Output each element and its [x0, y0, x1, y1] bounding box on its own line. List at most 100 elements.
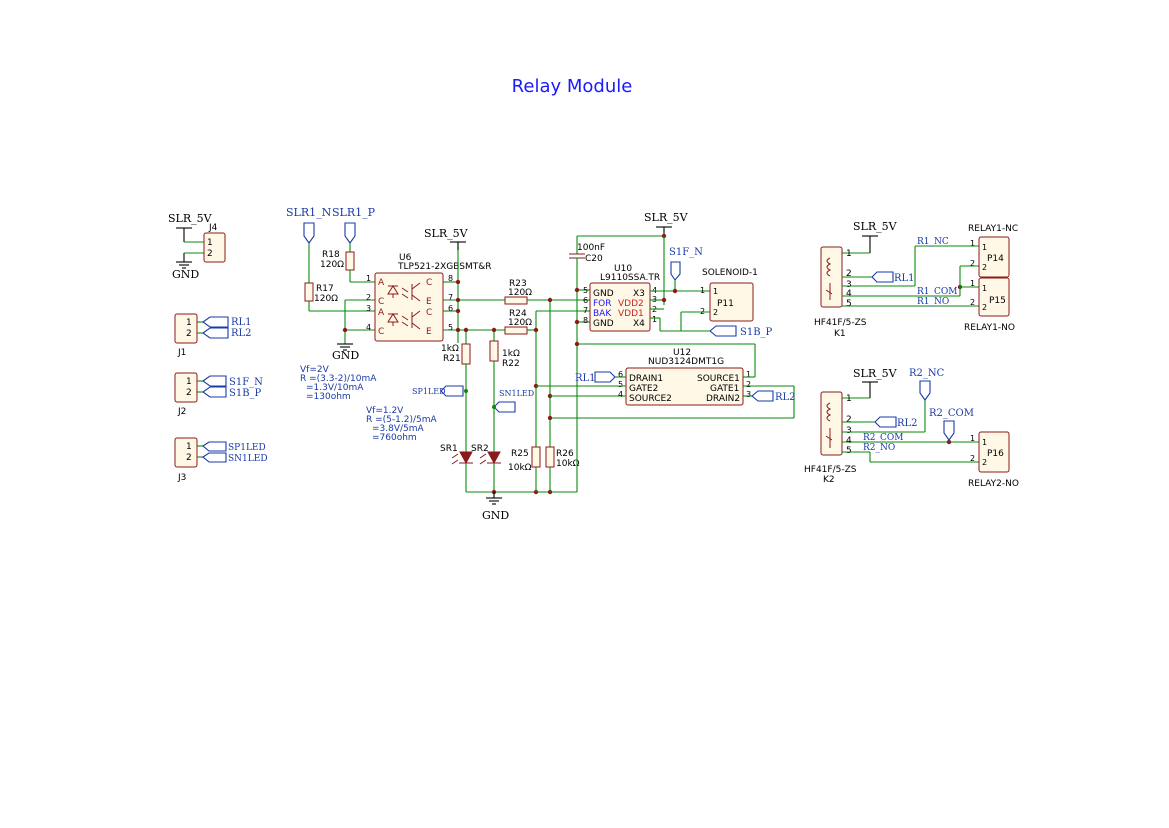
led-net-sn1led: SN1LED: [499, 389, 534, 398]
u12-label-gate1: GATE1: [710, 384, 739, 394]
u10-label-vdd1: VDD1: [618, 309, 644, 319]
u12-part: NUD3124DMT1G: [648, 357, 724, 367]
p16-pin2: 2: [970, 454, 975, 463]
p14-pin1-in: 1: [982, 243, 987, 252]
u6-pin6: 6: [448, 304, 453, 313]
u12-ref: U12: [673, 348, 691, 358]
j3-net-sp1led: SP1LED: [228, 443, 266, 453]
j2-net-s1b-p: S1B_P: [229, 388, 262, 399]
sheet-title: Relay Module: [512, 76, 633, 97]
r23-value: 120Ω: [508, 288, 532, 298]
u12-relay-driver: U12 NUD3124DMT1G 6 5 4 DRAIN1 GATE2 SOUR…: [536, 341, 796, 421]
u10-pin6: 6: [583, 296, 588, 305]
s1f-n-net: S1F_N: [669, 247, 703, 258]
k2-com-net: R2_COM: [863, 433, 903, 443]
j2-pin1: 1: [186, 377, 192, 387]
u6-pin2: 2: [366, 293, 371, 302]
u6-ref: U6: [399, 253, 412, 263]
slr5v-right: SLR_5V: [644, 211, 689, 224]
u6-label-a2: A: [378, 308, 385, 318]
u6-label-c1: C: [378, 297, 384, 307]
k1-part: HF41F/5-ZS: [814, 318, 867, 328]
u6-pin4: 4: [366, 323, 371, 332]
u12-pin2: 2: [746, 380, 751, 389]
j3-pin1: 1: [186, 442, 192, 452]
note1-line3: =1.3V/10mA: [306, 383, 364, 393]
j2-pin2: 2: [186, 388, 192, 398]
drive-resistors: R23 120Ω R24 120Ω R25 10kΩ R26 10kΩ: [504, 279, 583, 492]
u6-label-e1: E: [426, 297, 432, 307]
relay-k1: SLR_5V 1 2 3 4 5 RL1 R1_NC R1_COM R1_NO …: [814, 220, 1018, 339]
r24-value: 120Ω: [508, 318, 532, 328]
led-net-sp1led: SP1LED: [412, 387, 446, 396]
j4-pin2: 2: [207, 249, 213, 259]
p16-pin1: 1: [970, 434, 975, 443]
p14-pin2-in: 2: [982, 263, 987, 272]
p11-pin1-in: 1: [713, 287, 718, 296]
u6-label-e2: E: [426, 327, 432, 337]
note1-line4: =130ohm: [306, 392, 351, 402]
j1-net-rl1: RL1: [231, 317, 252, 328]
k2-ref: K2: [823, 475, 835, 485]
p15-ref: P15: [989, 296, 1006, 306]
j2-net-s1f-n: S1F_N: [229, 377, 263, 388]
j1-pin1: 1: [186, 318, 192, 328]
u6-optocoupler: U6 TLP521-2XGBSMT&R 1 2 3 4 A C A C C E …: [366, 227, 505, 343]
sr2-ref: SR2: [471, 444, 489, 454]
u6-pin1: 1: [366, 274, 371, 283]
k1-pwr: SLR_5V: [853, 220, 898, 233]
k1-pin3: 3: [846, 280, 852, 290]
note1-line1: Vf=2V: [300, 365, 330, 375]
p15-pin1: 1: [970, 279, 975, 288]
gnd-mid: GND: [482, 509, 509, 522]
sr1-ref: SR1: [440, 444, 458, 454]
j4-net-top: SLR_5V: [168, 212, 213, 225]
c20-value: 100nF: [577, 243, 605, 253]
u12-rl2-net: RL2: [775, 392, 796, 403]
connector-j4: SLR_5V GND J4 1 2: [168, 212, 226, 281]
u10-pin7: 7: [583, 306, 588, 315]
u10-label-bak: BAK: [593, 309, 612, 319]
p14-pin2: 2: [970, 259, 975, 268]
u12-label-drain1: DRAIN1: [629, 374, 663, 384]
u12-label-source2: SOURCE2: [629, 394, 672, 404]
k1-rl-net: RL1: [894, 273, 915, 284]
u10-label-x3: X3: [633, 289, 645, 299]
r18-ref: R18: [322, 250, 340, 260]
u10-pin8: 8: [583, 316, 588, 325]
p14-ref: P14: [987, 254, 1004, 264]
note2-line3: =3.8V/5mA: [372, 424, 425, 434]
connector-j1: 1 2 J1 RL1 RL2: [174, 313, 252, 358]
r22-ref: R22: [502, 359, 520, 369]
u6-pin5: 5: [448, 323, 453, 332]
u10-label-gnd1: GND: [593, 289, 614, 299]
k2-rl-net: RL2: [897, 418, 918, 429]
note2-line1: Vf=1.2V: [366, 406, 404, 416]
u10-label-for: FOR: [593, 299, 612, 309]
p11-pin2: 2: [700, 307, 705, 316]
k2-pin5: 5: [846, 446, 852, 456]
u6-part: TLP521-2XGBSMT&R: [397, 262, 492, 272]
j1-pin2: 2: [186, 329, 192, 339]
k2-pin4: 4: [846, 436, 852, 446]
k1-ref: K1: [834, 329, 846, 339]
k1-pin4: 4: [846, 289, 852, 299]
u10-label-x4: X4: [633, 319, 645, 329]
input-section: SLR1_N SLR1_P R18 120Ω R17 120Ω GND: [286, 206, 376, 362]
r23-ref: R23: [509, 279, 527, 289]
note2-line2: R =(5-1.2)/5mA: [366, 415, 437, 425]
r17-ref: R17: [316, 284, 334, 294]
k2-pin1: 1: [846, 394, 852, 404]
r26-value: 10kΩ: [556, 459, 580, 469]
j3-net-sn1led: SN1LED: [228, 454, 268, 464]
u6-label-c3: C: [426, 278, 432, 288]
u6-label-a1: A: [378, 278, 385, 288]
p15-pin2-in: 2: [982, 303, 987, 312]
p11-pin1: 1: [700, 286, 705, 295]
u10-pin1: 1: [652, 315, 657, 324]
u10-driver: SLR_5V 100nF C20 U10 L9110SSA.TR 5 6 7 8…: [569, 211, 773, 492]
u6-label-c4: C: [426, 308, 432, 318]
p11-pin2-in: 2: [713, 308, 718, 317]
p14-title: RELAY1-NC: [968, 224, 1018, 234]
